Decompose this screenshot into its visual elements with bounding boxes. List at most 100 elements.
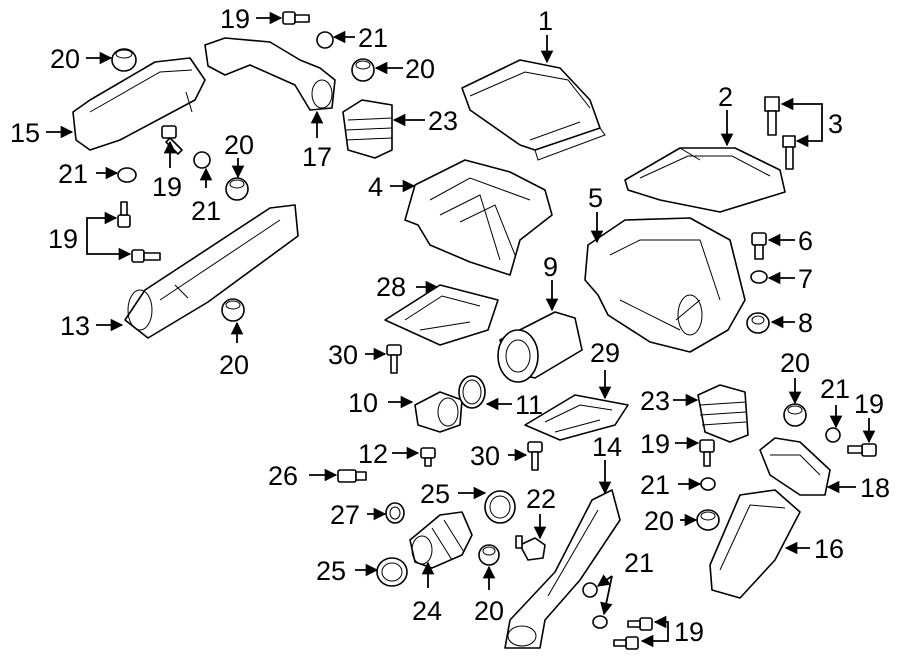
part-bolt-19b bbox=[161, 125, 183, 155]
callout-20-b: 20 bbox=[405, 54, 435, 84]
callout-14: 14 bbox=[592, 432, 622, 462]
part-duct-16 bbox=[709, 489, 801, 599]
callout-13: 13 bbox=[60, 311, 90, 341]
callout-1: 1 bbox=[538, 6, 553, 36]
part-grommet-20a bbox=[111, 48, 137, 72]
callout-19-d: 19 bbox=[640, 429, 670, 459]
part-intake-duct-13 bbox=[124, 204, 299, 339]
callout-22: 22 bbox=[526, 484, 556, 514]
callout-21-d: 21 bbox=[820, 374, 850, 404]
part-maf-sensor bbox=[414, 391, 463, 433]
callout-numbers: 1 2 3 4 5 6 7 8 9 10 11 12 13 14 15 16 1… bbox=[10, 4, 890, 647]
part-grommet-20c bbox=[225, 177, 249, 201]
part-nut-21e bbox=[700, 477, 716, 491]
part-clamp-25b bbox=[376, 557, 408, 587]
callout-25-a: 25 bbox=[420, 479, 450, 509]
callout-21-a: 21 bbox=[358, 23, 388, 53]
part-boot-23b bbox=[697, 384, 749, 443]
part-grommet-20e bbox=[783, 403, 807, 427]
callout-16: 16 bbox=[814, 534, 844, 564]
callout-7: 7 bbox=[798, 264, 813, 294]
part-bolt-19e bbox=[699, 439, 715, 467]
part-bolt-30b bbox=[527, 441, 543, 471]
part-hose-24 bbox=[409, 511, 473, 569]
part-bolt-30a bbox=[386, 344, 402, 374]
callout-21-b: 21 bbox=[58, 159, 88, 189]
part-air-cleaner-cover-lower bbox=[624, 147, 786, 213]
callout-20-g: 20 bbox=[474, 596, 504, 626]
part-grommet-8 bbox=[746, 312, 770, 334]
part-upper-duct-15 bbox=[72, 57, 206, 151]
callout-19-b: 19 bbox=[152, 172, 182, 202]
callout-30-a: 30 bbox=[328, 340, 358, 370]
callout-21-e: 21 bbox=[640, 470, 670, 500]
part-bolt-19d bbox=[131, 249, 161, 263]
part-sensor-26 bbox=[337, 469, 367, 483]
part-boot-23a bbox=[342, 99, 393, 159]
part-screw-6 bbox=[751, 232, 767, 260]
callout-30-b: 30 bbox=[470, 441, 500, 471]
part-grommet-20g bbox=[478, 544, 500, 566]
callout-19-e: 19 bbox=[854, 389, 884, 419]
part-clamp-25a bbox=[484, 490, 516, 524]
callout-6: 6 bbox=[798, 226, 813, 256]
callout-19-f: 19 bbox=[674, 617, 704, 647]
part-lower-housing bbox=[584, 217, 746, 353]
part-bolt-19c bbox=[117, 201, 131, 228]
callout-24: 24 bbox=[412, 596, 442, 626]
callout-20-f: 20 bbox=[644, 506, 674, 536]
part-bolts-3 bbox=[764, 96, 796, 170]
part-air-cleaner-housing bbox=[404, 159, 553, 276]
part-filter-element bbox=[497, 311, 583, 383]
part-nut-21a bbox=[316, 31, 334, 49]
callout-3: 3 bbox=[828, 109, 843, 139]
callout-28: 28 bbox=[376, 272, 406, 302]
callout-15: 15 bbox=[10, 118, 40, 148]
callout-26: 26 bbox=[268, 461, 298, 491]
part-nut-21b bbox=[117, 167, 137, 183]
callout-17: 17 bbox=[302, 142, 332, 172]
part-bolt-19f bbox=[847, 443, 877, 457]
callout-23-a: 23 bbox=[428, 106, 458, 136]
callout-20-c: 20 bbox=[224, 130, 254, 160]
part-grommet-20d bbox=[221, 298, 245, 322]
callout-27: 27 bbox=[330, 500, 360, 530]
part-nut-21f bbox=[582, 582, 608, 629]
part-bolt-19g bbox=[613, 617, 653, 650]
callout-21-c: 21 bbox=[191, 196, 221, 226]
callout-20-e: 20 bbox=[780, 348, 810, 378]
part-clip-22 bbox=[515, 535, 546, 561]
callout-29: 29 bbox=[590, 338, 620, 368]
part-nut-7 bbox=[750, 270, 768, 284]
part-grommet-20f bbox=[696, 509, 720, 531]
part-clamp-27 bbox=[385, 502, 405, 524]
part-air-cleaner-cover-upper bbox=[461, 59, 606, 161]
callout-11: 11 bbox=[515, 390, 543, 420]
callout-21-f: 21 bbox=[624, 548, 654, 578]
part-grommet-20b bbox=[351, 58, 375, 82]
callout-8: 8 bbox=[798, 308, 813, 338]
callout-9: 9 bbox=[543, 252, 558, 282]
part-hose-17 bbox=[204, 37, 336, 111]
part-seal-ring bbox=[458, 375, 486, 409]
part-screw-12 bbox=[420, 447, 436, 467]
part-duct-18 bbox=[759, 437, 831, 496]
callout-20-d: 20 bbox=[219, 350, 249, 380]
part-intake-duct-14 bbox=[504, 489, 621, 649]
callout-23-b: 23 bbox=[640, 386, 670, 416]
callout-20-a: 20 bbox=[50, 44, 80, 74]
part-nut-21d bbox=[825, 427, 841, 443]
callout-19-c: 19 bbox=[48, 224, 78, 254]
callout-2: 2 bbox=[718, 82, 733, 112]
leader-lines bbox=[46, 11, 876, 648]
callout-19-a: 19 bbox=[220, 4, 250, 34]
callout-5: 5 bbox=[588, 183, 603, 213]
callout-25-b: 25 bbox=[316, 556, 346, 586]
part-nut-21c bbox=[193, 151, 211, 169]
callout-4: 4 bbox=[368, 172, 383, 202]
part-bolt-19a bbox=[282, 11, 310, 25]
part-bracket-29 bbox=[524, 394, 629, 441]
callout-10: 10 bbox=[348, 388, 378, 418]
callout-12: 12 bbox=[358, 439, 388, 469]
